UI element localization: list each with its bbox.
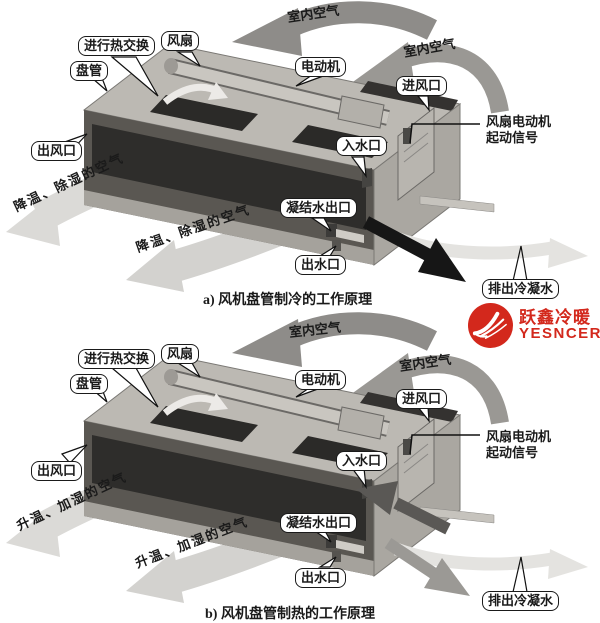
fan-label: 风扇 <box>161 31 200 51</box>
brand-logo-icon <box>468 302 513 348</box>
fan-motor-signal-line1: 风扇电动机 <box>486 114 552 129</box>
fan-label: 风扇 <box>161 344 200 364</box>
fan-motor-signal-line1: 风扇电动机 <box>486 429 552 444</box>
diagram-heating: 室内空气 室内空气 进行热交换 风扇 盘管 电动机 进风口 出风口 入水口 风扇… <box>0 311 600 623</box>
air-inlet-label: 进风口 <box>396 389 448 409</box>
fan-motor-signal-label: 风扇电动机 起动信号 <box>486 429 551 461</box>
water-outlet-label: 出水口 <box>295 568 347 588</box>
fan-motor-signal-line2: 起动信号 <box>486 130 539 145</box>
callout-pointers <box>60 51 430 257</box>
drain-condensate-label: 排出冷凝水 <box>482 591 560 611</box>
water-outlet-label: 出水口 <box>295 255 347 275</box>
motor-label: 电动机 <box>295 370 347 390</box>
intake-air-arrows <box>232 312 509 425</box>
condensate-outlet-label: 凝结水出口 <box>280 513 358 533</box>
heat-exchange-label: 进行热交换 <box>78 349 156 369</box>
motor-label: 电动机 <box>295 57 347 77</box>
diagram-b-caption: b) 风机盘管制热的工作原理 <box>205 607 375 622</box>
brand-names: 跃鑫冷暖 YESNCER <box>519 309 600 341</box>
diagram-a-caption: a) 风机盘管制冷的工作原理 <box>203 293 373 308</box>
coil-label: 盘管 <box>70 374 109 394</box>
air-outlet-label: 出风口 <box>31 141 83 161</box>
water-out-arrow <box>384 538 470 596</box>
brand-logo: 跃鑫冷暖 YESNCER <box>468 302 600 348</box>
leader-lines <box>409 123 528 282</box>
drain-condensate-label: 排出冷凝水 <box>482 279 560 299</box>
leader-lines <box>409 434 528 593</box>
fan-motor-signal-label: 风扇电动机 起动信号 <box>486 114 551 146</box>
brand-name-cn: 跃鑫冷暖 <box>519 308 591 327</box>
fan-motor-signal-line2: 起动信号 <box>486 445 539 460</box>
water-inlet-label: 入水口 <box>336 451 388 471</box>
water-inlet-label: 入水口 <box>336 136 388 156</box>
air-outlet-label: 出风口 <box>31 461 83 481</box>
cold-water-out-arrow <box>362 216 466 282</box>
diagram-cooling: 室内空气 室内空气 进行热交换 风扇 盘管 电动机 进风口 出风口 入水口 风扇… <box>0 0 600 311</box>
air-inlet-label: 进风口 <box>396 76 448 96</box>
brand-name-en: YESNCER <box>519 325 600 342</box>
heat-exchange-label: 进行热交换 <box>78 36 156 56</box>
hot-water-in-arrow <box>356 481 451 535</box>
condensate-outlet-label: 凝结水出口 <box>280 198 358 218</box>
coil-label: 盘管 <box>70 61 109 81</box>
bird-swoosh-icon <box>472 311 507 339</box>
